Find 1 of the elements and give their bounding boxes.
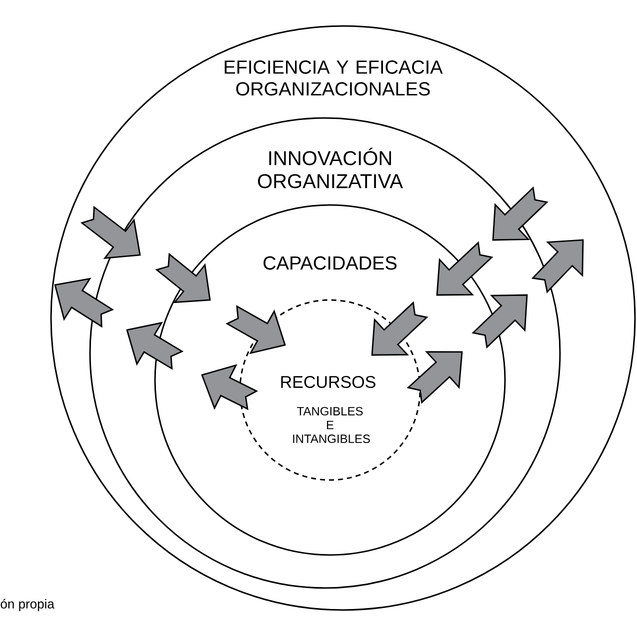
source-note: ón propia xyxy=(0,598,54,612)
